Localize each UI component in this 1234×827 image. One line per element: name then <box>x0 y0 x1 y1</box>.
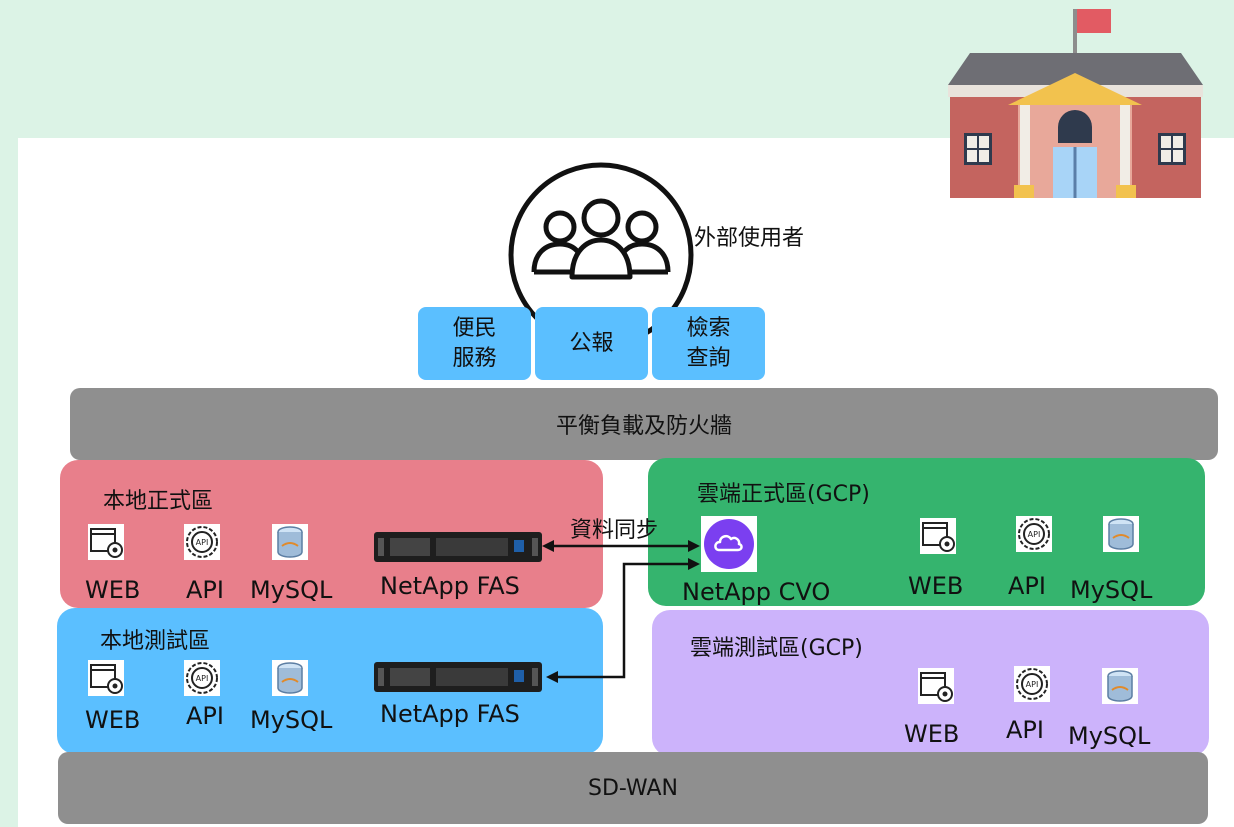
service-search-line2: 查詢 <box>686 345 731 371</box>
mysql-icon <box>272 660 308 696</box>
service-citizen[interactable]: 便民服務 <box>418 307 531 380</box>
netapp-fas-label: NetApp FAS <box>380 700 520 728</box>
zone-cloud-test-title: 雲端測試區(GCP) <box>690 636 863 661</box>
service-search[interactable]: 檢索查詢 <box>652 307 765 380</box>
service-gazette[interactable]: 公報 <box>535 307 648 380</box>
mysql-label: MySQL <box>1068 722 1151 750</box>
service-citizen-line1: 便民 <box>452 315 497 341</box>
zone-local-production-title: 本地正式區 <box>103 489 214 514</box>
zone-cloud-production-title: 雲端正式區(GCP) <box>697 482 870 507</box>
web-label: WEB <box>85 576 141 604</box>
web-icon <box>920 518 956 554</box>
api-icon <box>1014 666 1050 702</box>
sdwan-label: SD-WAN <box>587 775 678 801</box>
firewall-label: 平衡負載及防火牆 <box>555 414 732 439</box>
api-icon <box>184 660 220 696</box>
zone-local-test-title: 本地測試區 <box>100 629 211 654</box>
service-citizen-line2: 服務 <box>452 345 497 371</box>
web-label: WEB <box>908 572 964 600</box>
load-balancer-firewall-bar: 平衡負載及防火牆 <box>70 388 1218 460</box>
netapp-fas-server-icon <box>374 532 542 562</box>
web-icon <box>88 660 124 696</box>
api-label: API <box>186 576 224 604</box>
government-building-icon <box>948 5 1203 198</box>
web-icon <box>88 524 124 560</box>
mysql-icon <box>272 524 308 560</box>
external-users-label: 外部使用者 <box>694 226 805 251</box>
mysql-icon <box>1103 516 1139 552</box>
data-sync-label: 資料同步 <box>570 518 659 543</box>
service-gazette-label: 公報 <box>569 330 614 356</box>
sdwan-bar: SD-WAN <box>58 752 1208 824</box>
mysql-label: MySQL <box>1070 576 1153 604</box>
sync-arrows <box>540 530 710 690</box>
mysql-icon <box>1102 668 1138 704</box>
mysql-label: MySQL <box>250 576 333 604</box>
web-label: WEB <box>904 720 960 748</box>
netapp-fas-label: NetApp FAS <box>380 572 520 600</box>
cloud-icon <box>701 516 757 572</box>
web-label: WEB <box>85 706 141 734</box>
api-label: API <box>1008 572 1046 600</box>
mysql-label: MySQL <box>250 706 333 734</box>
api-icon <box>184 524 220 560</box>
netapp-cvo-label: NetApp CVO <box>682 578 831 606</box>
api-label: API <box>186 702 224 730</box>
web-icon <box>918 668 954 704</box>
api-icon <box>1016 516 1052 552</box>
netapp-fas-server-icon <box>374 662 542 692</box>
api-label: API <box>1006 716 1044 744</box>
service-search-line1: 檢索 <box>686 315 731 341</box>
